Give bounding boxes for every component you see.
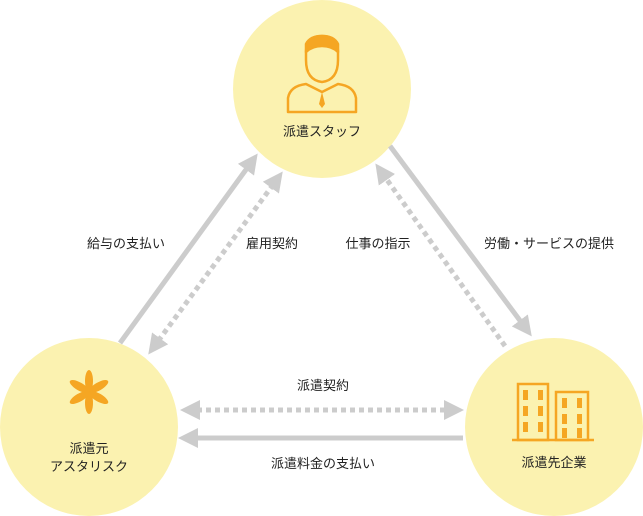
employment-contract-label: 雇用契約 xyxy=(245,237,299,252)
work-instruction-label: 仕事の指示 xyxy=(345,237,411,252)
salary-payment-label: 給与の支払い xyxy=(86,237,166,252)
dispatch-fee-payment-label: 派遣料金の支払い xyxy=(270,457,376,472)
asterisk-flower-icon xyxy=(69,370,109,414)
agency-label-line2: アスタリスク xyxy=(49,460,129,475)
agency-label: 派遣元 アスタリスク xyxy=(50,441,128,477)
person-icon xyxy=(286,34,358,114)
client-label: 派遣先企業 xyxy=(521,456,587,471)
work-instruction-arrow xyxy=(375,163,508,348)
agency-label-line1: 派遣元 xyxy=(69,442,109,457)
client-circle xyxy=(465,338,643,516)
employment-contract-arrow xyxy=(148,171,283,355)
dispatch-contract-label: 派遣契約 xyxy=(296,379,350,394)
staff-circle xyxy=(233,0,411,178)
agency-circle xyxy=(0,338,178,516)
building-icon xyxy=(512,382,594,442)
labor-service-arrow xyxy=(387,144,532,337)
staff-label: 派遣スタッフ xyxy=(282,125,362,140)
labor-service-label: 労働・サービスの提供 xyxy=(483,237,615,252)
